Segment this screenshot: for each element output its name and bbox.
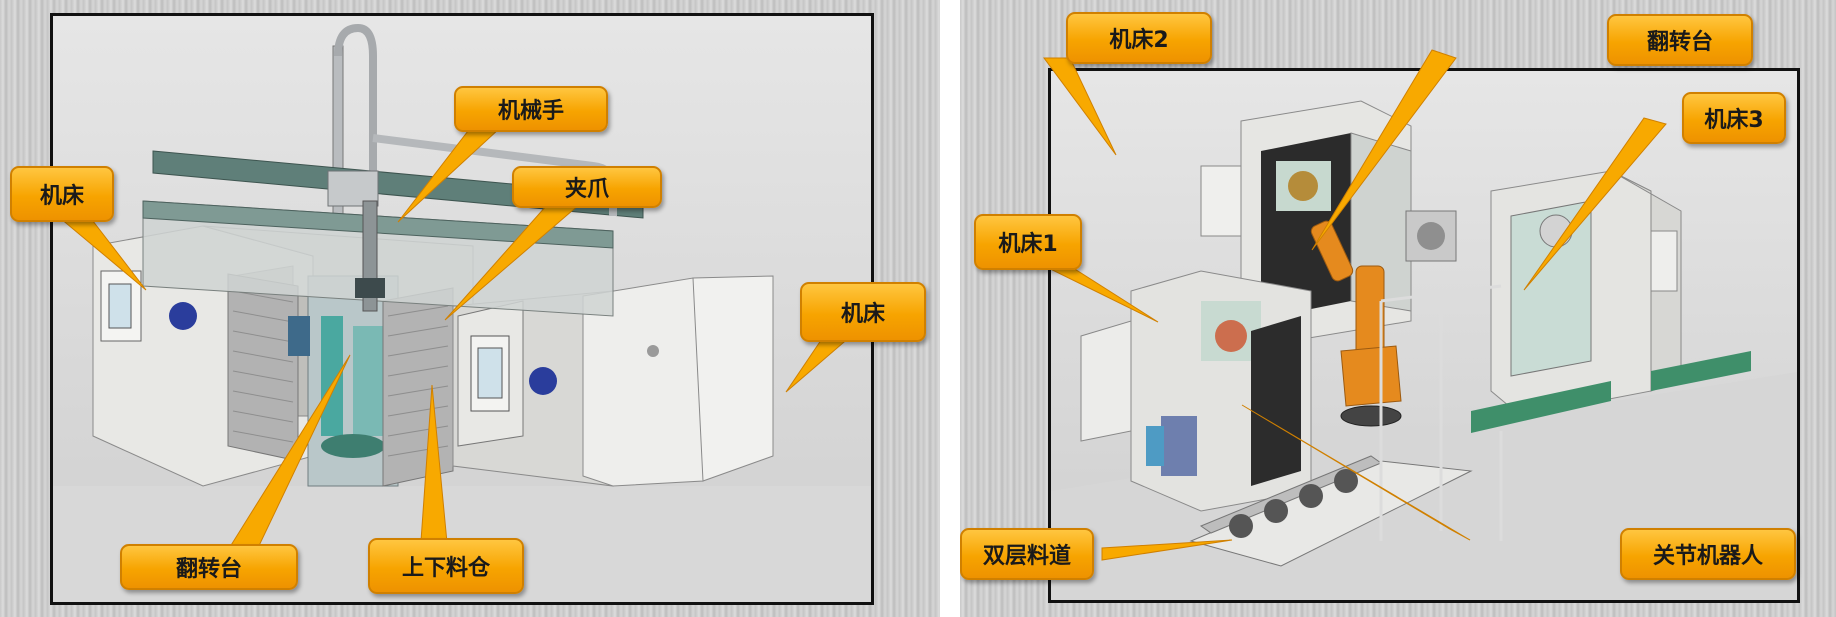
- callout-flip-table-right: 翻转台: [1607, 14, 1753, 66]
- robot-cell-illustration: [1051, 100, 1797, 600]
- flip-table: [288, 316, 310, 356]
- machine-1: [1080, 270, 1312, 512]
- callout-machine-left: 机床: [10, 166, 114, 222]
- callout-machine-right: 机床: [800, 282, 926, 342]
- right-panel: 机床2 翻转台 机床3 机床1 双层料道 关节机器人: [960, 0, 1836, 617]
- callout-machine2: 机床2: [1066, 12, 1212, 64]
- left-panel: 机床 机械手 夹爪 机床 翻转台 上下料仓: [0, 0, 940, 617]
- callout-double-conveyor: 双层料道: [960, 528, 1094, 580]
- right-machine-tool: [452, 275, 774, 487]
- callout-robot-arm: 机械手: [454, 86, 608, 132]
- gripper-jaw: [355, 278, 385, 298]
- callout-machine3: 机床3: [1682, 92, 1786, 144]
- callout-flip-table: 翻转台: [120, 544, 298, 590]
- callout-articulated-robot: 关节机器人: [1620, 528, 1796, 580]
- callout-loading-bin: 上下料仓: [368, 538, 524, 594]
- right-scene-frame: [1048, 68, 1800, 603]
- callout-gripper: 夹爪: [512, 166, 662, 208]
- flip-table: [1405, 210, 1457, 262]
- callout-machine1: 机床1: [974, 214, 1082, 270]
